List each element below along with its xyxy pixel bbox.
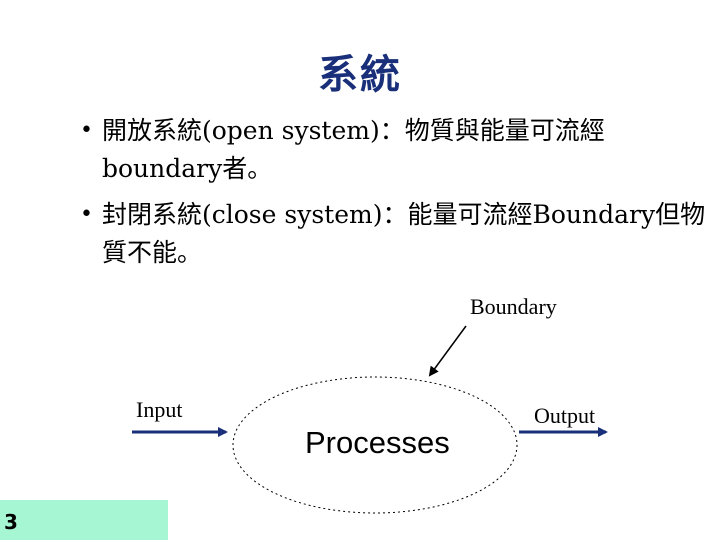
boundary-label: Boundary: [470, 294, 557, 319]
processes-label: Processes: [305, 425, 450, 460]
bullet-marker: •: [80, 118, 93, 143]
page-number-box: 3: [0, 500, 168, 540]
bullet-open-system: • 開放系統(open system)：物質與能量可流經boundary者。: [80, 112, 710, 188]
boundary-pointer-arrow: [428, 325, 467, 377]
boundary-ellipse: [232, 376, 518, 514]
bullet-marker: •: [80, 202, 93, 227]
output-label: Output: [534, 403, 596, 428]
bullet-text: 封閉系統(close system)：能量可流經Boundary但物質不能。: [102, 200, 706, 267]
bullet-closed-system: • 封閉系統(close system)：能量可流經Boundary但物質不能。: [80, 196, 710, 272]
input-label: Input: [136, 397, 183, 422]
bullet-list: • 開放系統(open system)：物質與能量可流經boundary者。 •…: [80, 112, 710, 280]
slide-title: 系統: [318, 51, 402, 98]
page-number: 3: [4, 510, 18, 534]
bullet-text: 開放系統(open system)：物質與能量可流經boundary者。: [102, 116, 605, 183]
